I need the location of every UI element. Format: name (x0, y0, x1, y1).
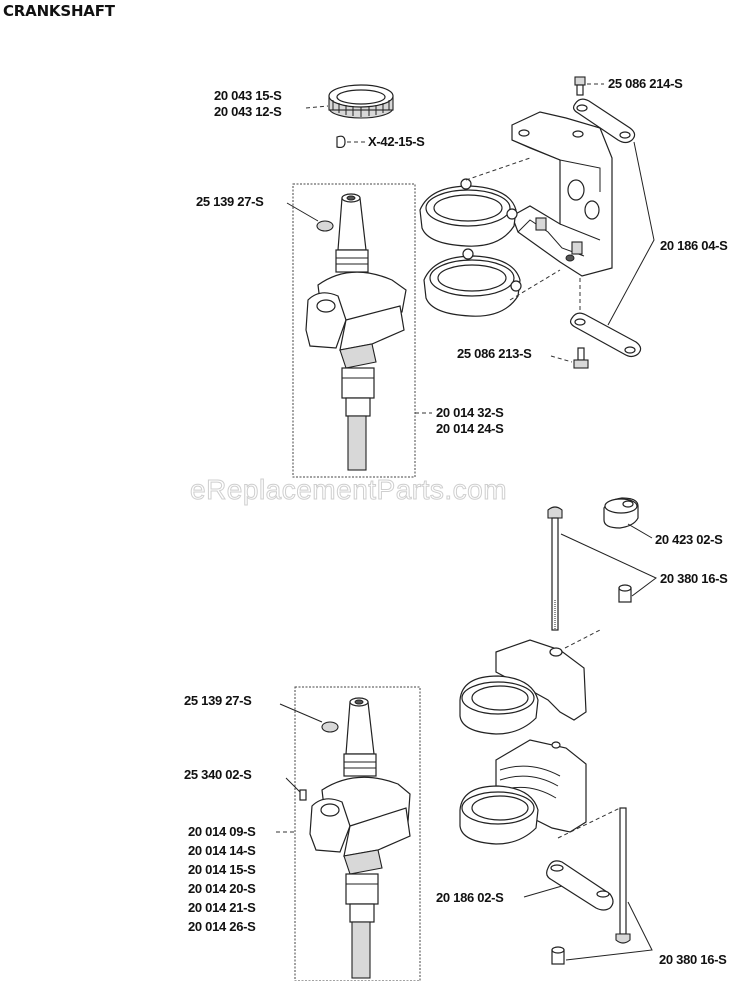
part-label-bolt-lower[interactable]: 20 380 16-S (659, 952, 727, 967)
spacer-icon (603, 497, 639, 529)
watermark: eReplacementParts.com (189, 474, 508, 506)
part-label-spacer[interactable]: 20 423 02-S (655, 532, 723, 547)
part-label-crankshaft-lower-5[interactable]: 20 014 21-S (188, 900, 256, 915)
part-label-seal-lower[interactable]: 25 139 27-S (184, 693, 252, 708)
part-label-gear-1[interactable]: 20 043 15-S (214, 88, 282, 103)
key-icon (299, 789, 307, 801)
part-label-bottom-screw[interactable]: 25 086 213-S (457, 346, 532, 361)
part-label-seal-upper[interactable]: 25 139 27-S (196, 194, 264, 209)
balancer-housing-icon (459, 739, 587, 845)
balance-link-icon (569, 312, 642, 358)
link-bar-icon (546, 860, 614, 911)
bolt-icon (547, 506, 563, 631)
part-label-crankshaft-lower-2[interactable]: 20 014 14-S (188, 843, 256, 858)
crankshaft-group-box-lower (294, 686, 421, 981)
crankshaft-group-box-upper (292, 183, 416, 478)
screw-icon (574, 76, 586, 96)
woodruff-key-icon (336, 135, 346, 149)
part-label-bolt-upper[interactable]: 20 380 16-S (660, 571, 728, 586)
page-title: CRANKSHAFT (3, 2, 115, 20)
part-label-crankshaft-lower-6[interactable]: 20 014 26-S (188, 919, 256, 934)
seal-icon (316, 220, 334, 232)
sleeve-icon (551, 946, 565, 965)
part-label-crankshaft-upper-1[interactable]: 20 014 32-S (436, 405, 504, 420)
balance-link-icon (572, 98, 636, 144)
gear-label-group: 20 043 15-S 20 043 12-S (214, 88, 282, 120)
part-label-key-lower[interactable]: 25 340 02-S (184, 767, 252, 782)
seal-icon (321, 721, 339, 733)
part-label-link[interactable]: 20 186 02-S (436, 890, 504, 905)
screw-icon (573, 347, 589, 369)
part-label-crankshaft-lower-1[interactable]: 20 014 09-S (188, 824, 256, 839)
part-label-crankshaft-lower-4[interactable]: 20 014 20-S (188, 881, 256, 896)
part-label-crankshaft-lower-3[interactable]: 20 014 15-S (188, 862, 256, 877)
crankshaft-icon (305, 193, 407, 471)
crankshaft-lower-label-group: 20 014 09-S 20 014 14-S 20 014 15-S 20 0… (188, 824, 256, 935)
balancer-housing-icon (459, 639, 587, 735)
crankshaft-upper-label-group: 20 014 32-S 20 014 24-S (436, 405, 504, 437)
balancer-ring-icon (423, 248, 522, 317)
balancer-ring-icon (419, 178, 518, 247)
sleeve-icon (618, 584, 632, 603)
part-label-key-upper[interactable]: X-42-15-S (368, 134, 425, 149)
part-label-top-screw[interactable]: 25 086 214-S (608, 76, 683, 91)
part-label-crankshaft-upper-2[interactable]: 20 014 24-S (436, 421, 504, 436)
part-label-balance-links[interactable]: 20 186 04-S (660, 238, 728, 253)
bolt-icon (615, 807, 631, 944)
crankshaft-icon (309, 697, 411, 979)
gear-icon (328, 84, 394, 119)
balancer-frame-icon (511, 111, 613, 277)
part-label-gear-2[interactable]: 20 043 12-S (214, 104, 282, 119)
